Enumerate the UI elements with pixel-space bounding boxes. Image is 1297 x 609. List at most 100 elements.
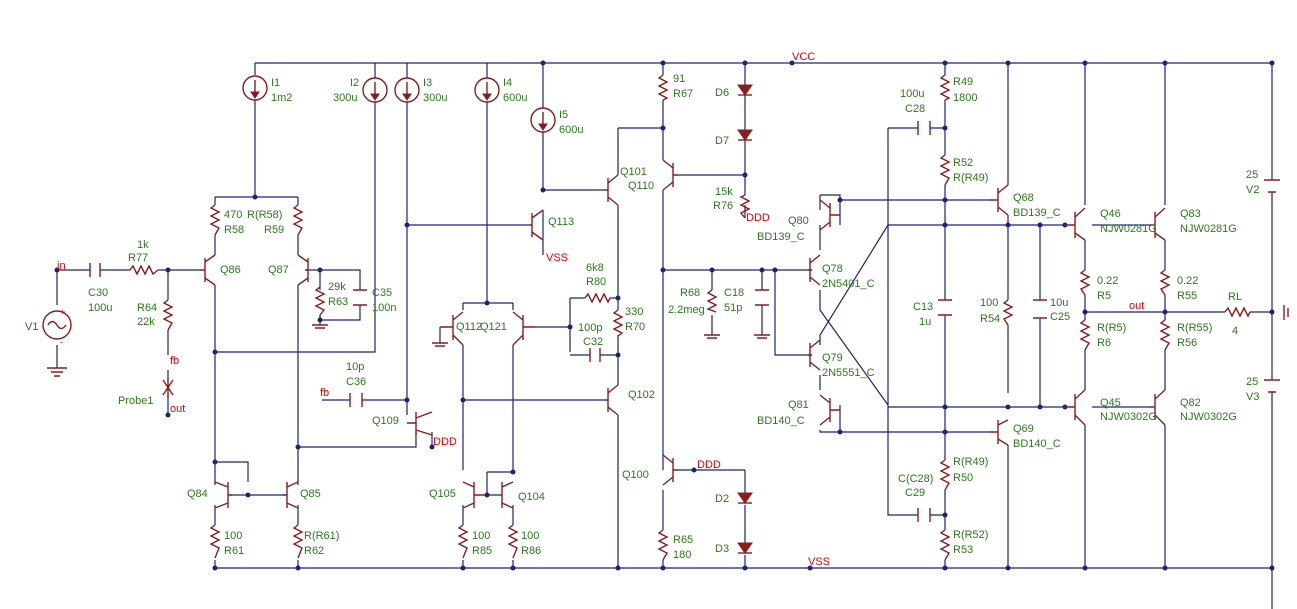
label-r64-name: R64 <box>137 302 157 314</box>
label-q46-model: NJW0281G <box>1100 223 1157 235</box>
net-out: out <box>1129 300 1144 312</box>
label-q82: Q82 <box>1180 397 1201 409</box>
label-i3-val: 300u <box>423 92 447 104</box>
label-q109: Q109 <box>372 415 399 427</box>
rail-wires <box>215 62 1273 609</box>
transistor-q110 <box>662 159 678 191</box>
label-q84: Q84 <box>187 488 208 500</box>
label-r76-val: 15k <box>715 186 733 198</box>
label-r67-name: R67 <box>673 88 693 100</box>
transistor-q82 <box>1150 389 1166 426</box>
label-i5-name: I5 <box>559 109 568 121</box>
label-c29-name: C29 <box>905 487 925 499</box>
label-r56-val: R(R55) <box>1177 322 1212 334</box>
label-r52-val: R(R49) <box>953 172 988 184</box>
label-r67-val: 91 <box>673 73 685 85</box>
label-r5-name: R5 <box>1097 290 1111 302</box>
label-i2-name: I2 <box>350 77 359 89</box>
transistor-symbols <box>200 159 1166 509</box>
label-q85: Q85 <box>300 488 321 500</box>
component-labels: V1 I1 1m2 I2 300u I3 300u I4 600u I5 600… <box>25 73 1259 561</box>
label-c25-val: 10u <box>1050 297 1068 309</box>
current-source-i5 <box>530 107 556 133</box>
transistor-q101 <box>605 174 619 206</box>
label-c36-name: C36 <box>346 376 366 388</box>
label-c28-val: 100u <box>900 88 924 100</box>
label-r53-name: R53 <box>953 544 973 556</box>
label-q78-model: 2N5401_C <box>822 278 875 290</box>
battery-v2 <box>1264 179 1280 193</box>
label-q45: Q45 <box>1100 397 1121 409</box>
label-r68-val: 2.2meg <box>668 304 705 316</box>
diode-d7 <box>737 129 753 141</box>
label-r85-val: 100 <box>472 530 490 542</box>
label-rl-name: RL <box>1228 291 1242 303</box>
label-v2-name: V2 <box>1246 184 1259 196</box>
label-q68-model: BD139_C <box>1013 207 1061 219</box>
net-labels: VCC VSS VSS DDD DDD DDD in out fb fb out <box>57 51 1144 568</box>
resistor-symbols <box>129 74 1251 561</box>
label-r54-val: 100 <box>980 297 998 309</box>
label-q81: Q81 <box>788 399 809 411</box>
label-r50-val: R(R49) <box>953 456 988 468</box>
label-v2-val: 25 <box>1246 169 1258 181</box>
label-r5-val: 0.22 <box>1097 275 1118 287</box>
signal-source-v1: + - <box>42 307 72 377</box>
label-q110: Q110 <box>628 180 654 192</box>
transistor-q78 <box>808 254 821 286</box>
label-q101: Q101 <box>620 166 647 178</box>
label-r6-name: R6 <box>1097 337 1111 349</box>
transistor-q84 <box>214 481 232 509</box>
label-c35-name: C35 <box>372 287 392 299</box>
label-q69: Q69 <box>1013 423 1034 435</box>
label-r56-name: R56 <box>1177 337 1197 349</box>
transistor-q100 <box>662 454 678 486</box>
label-q78: Q78 <box>822 263 843 275</box>
label-v3-val: 25 <box>1246 376 1258 388</box>
label-r63-name: R63 <box>328 296 348 308</box>
label-q86: Q86 <box>220 264 241 276</box>
label-q83-model: NJW0281G <box>1180 223 1237 235</box>
label-q68: Q68 <box>1013 192 1034 204</box>
label-c18-val: 51p <box>724 302 742 314</box>
label-r59-name: R59 <box>264 224 284 236</box>
label-q112: Q112 <box>456 321 482 333</box>
label-r86-val: 100 <box>521 530 539 542</box>
net-vss-bottom: VSS <box>808 556 830 568</box>
label-q83: Q83 <box>1180 208 1201 220</box>
label-q79: Q79 <box>822 352 843 364</box>
current-source-i2 <box>362 77 388 103</box>
label-r49-name: R49 <box>953 76 973 88</box>
current-source-i1 <box>242 75 268 101</box>
net-out-probe: out <box>170 403 185 415</box>
transistor-q79 <box>808 339 821 371</box>
capacitor-symbols <box>89 121 1047 522</box>
diode-d3 <box>737 542 753 554</box>
label-c30-name: C30 <box>88 287 108 299</box>
label-c29-val: C(C28) <box>898 473 933 485</box>
label-r64-val: 22k <box>137 316 155 328</box>
label-r58-name: R58 <box>224 224 244 236</box>
label-v3-name: V3 <box>1246 391 1259 403</box>
label-r62-val: R(R61) <box>304 530 339 542</box>
label-i1-val: 1m2 <box>271 92 292 104</box>
transistor-q102 <box>605 384 619 416</box>
transistor-q112 <box>440 311 464 346</box>
label-c18-name: C18 <box>724 287 744 299</box>
label-c32-val: 100p <box>578 322 602 334</box>
label-r62-name: R62 <box>304 545 324 557</box>
net-vss-q113: VSS <box>546 252 568 264</box>
label-r52-name: R52 <box>953 157 973 169</box>
label-r70-val: 330 <box>625 306 643 318</box>
net-ddd-q100: DDD <box>697 459 721 471</box>
transistor-q46 <box>1065 207 1086 241</box>
label-c32-name: C32 <box>583 336 603 348</box>
label-r63-val: 29k <box>328 281 346 293</box>
label-r70-name: R70 <box>625 321 645 333</box>
label-d2: D2 <box>715 493 729 505</box>
label-i1-name: I1 <box>271 77 280 89</box>
label-i3-name: I3 <box>423 77 432 89</box>
transistor-q86 <box>200 254 216 286</box>
label-r80-name: R80 <box>586 276 606 288</box>
